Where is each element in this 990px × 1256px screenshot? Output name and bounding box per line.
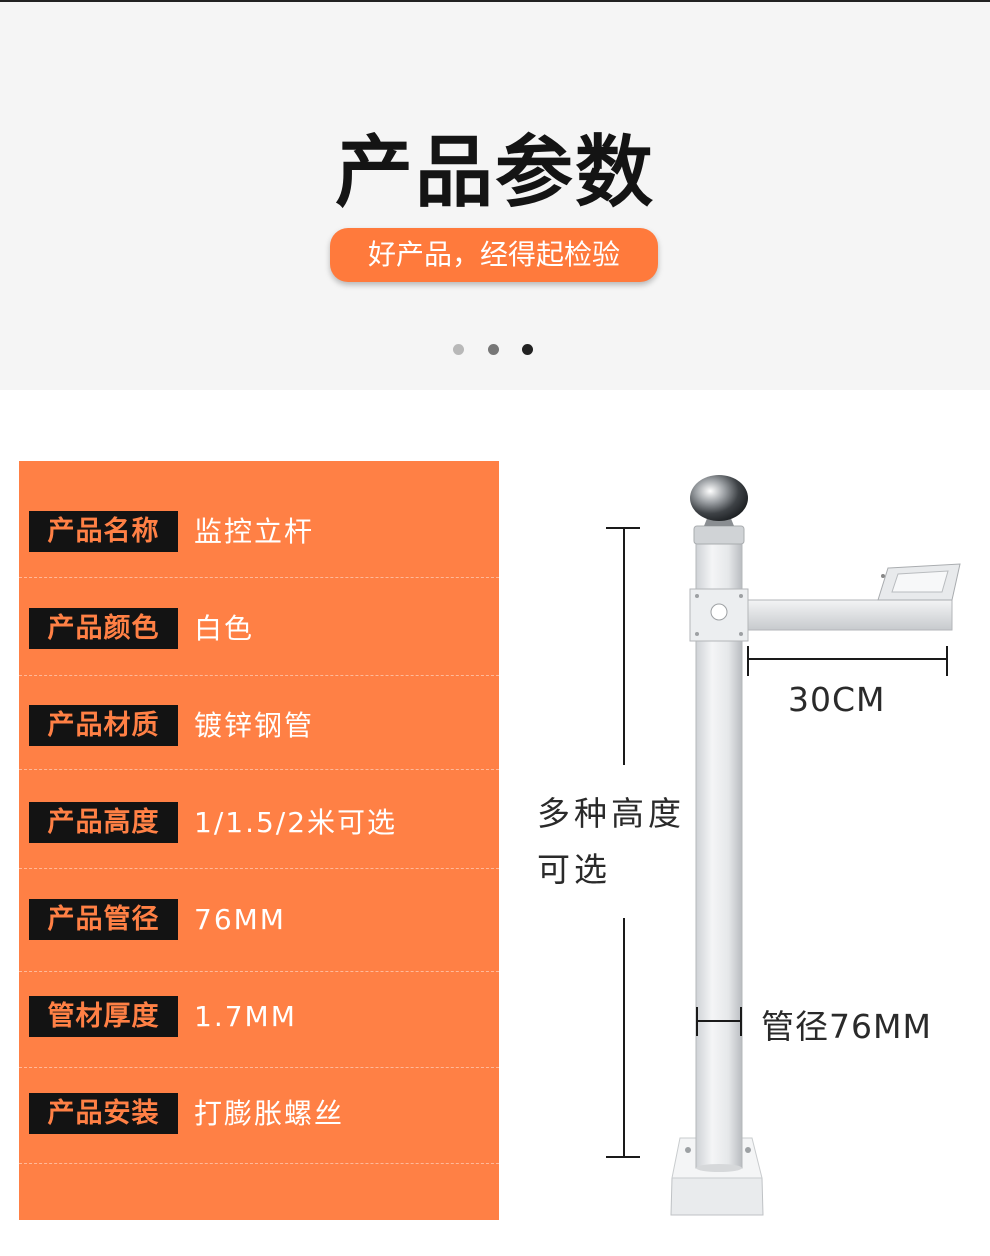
- arm-length-label: 30CM: [788, 680, 886, 719]
- header-band: 产品参数 好产品，经得起检验: [0, 0, 990, 390]
- spec-row: 产品材质 镀锌钢管: [19, 655, 499, 770]
- spec-label: 产品高度: [29, 802, 178, 843]
- spec-row: 产品安装 打膨胀螺丝: [19, 1043, 499, 1164]
- product-diagram: 30CM 多种高度可选 管径76MM: [520, 460, 990, 1220]
- diameter-dimension: [696, 1007, 742, 1036]
- spec-label: 管材厚度: [29, 996, 178, 1037]
- horizontal-arm: [747, 599, 953, 631]
- arm-clamp: [689, 588, 749, 642]
- camera-bracket: [877, 563, 961, 601]
- spec-row: 产品颜色 白色: [19, 558, 499, 676]
- diameter-label: 管径76MM: [761, 1007, 932, 1046]
- row-divider: [19, 675, 499, 676]
- spec-value: 1/1.5/2米可选: [194, 806, 398, 839]
- spec-value: 镀锌钢管: [194, 709, 315, 742]
- pagination-dot[interactable]: [453, 344, 464, 355]
- ball-finial: [690, 475, 748, 545]
- spec-value: 1.7MM: [194, 1000, 297, 1033]
- spec-label: 产品材质: [29, 705, 178, 746]
- spec-value: 76MM: [194, 903, 286, 936]
- pole-illustration: [606, 475, 961, 1216]
- subtitle-pill: 好产品，经得起检验: [330, 228, 658, 282]
- page-title: 产品参数: [334, 128, 655, 218]
- row-divider: [19, 577, 499, 578]
- spec-label: 产品管径: [29, 899, 178, 940]
- row-divider: [19, 971, 499, 972]
- spec-row: 产品管径 76MM: [19, 849, 499, 972]
- main-pole: [695, 537, 743, 1169]
- spec-label: 产品安装: [29, 1093, 178, 1134]
- pagination-dot[interactable]: [488, 344, 499, 355]
- spec-row: 管材厚度 1.7MM: [19, 946, 499, 1068]
- spec-value: 打膨胀螺丝: [194, 1097, 345, 1130]
- row-divider: [19, 1067, 499, 1068]
- height-dimension: [606, 527, 640, 1158]
- spec-row: 产品名称 监控立杆: [19, 461, 499, 578]
- spec-row: 产品高度 1/1.5/2米可选: [19, 752, 499, 869]
- spec-label: 产品名称: [29, 511, 178, 552]
- row-divider: [19, 769, 499, 770]
- spec-panel: 产品名称 监控立杆 产品颜色 白色 产品材质 镀锌钢管 产品高度 1/1.5/2…: [19, 461, 499, 1220]
- pagination-dot-active[interactable]: [522, 344, 533, 355]
- row-divider: [19, 868, 499, 869]
- spec-value: 监控立杆: [194, 515, 315, 548]
- height-label: 多种高度可选: [537, 794, 685, 889]
- spec-value: 白色: [194, 612, 255, 645]
- spec-label: 产品颜色: [29, 608, 178, 649]
- width-dimension: [747, 646, 948, 676]
- row-divider: [19, 1163, 499, 1164]
